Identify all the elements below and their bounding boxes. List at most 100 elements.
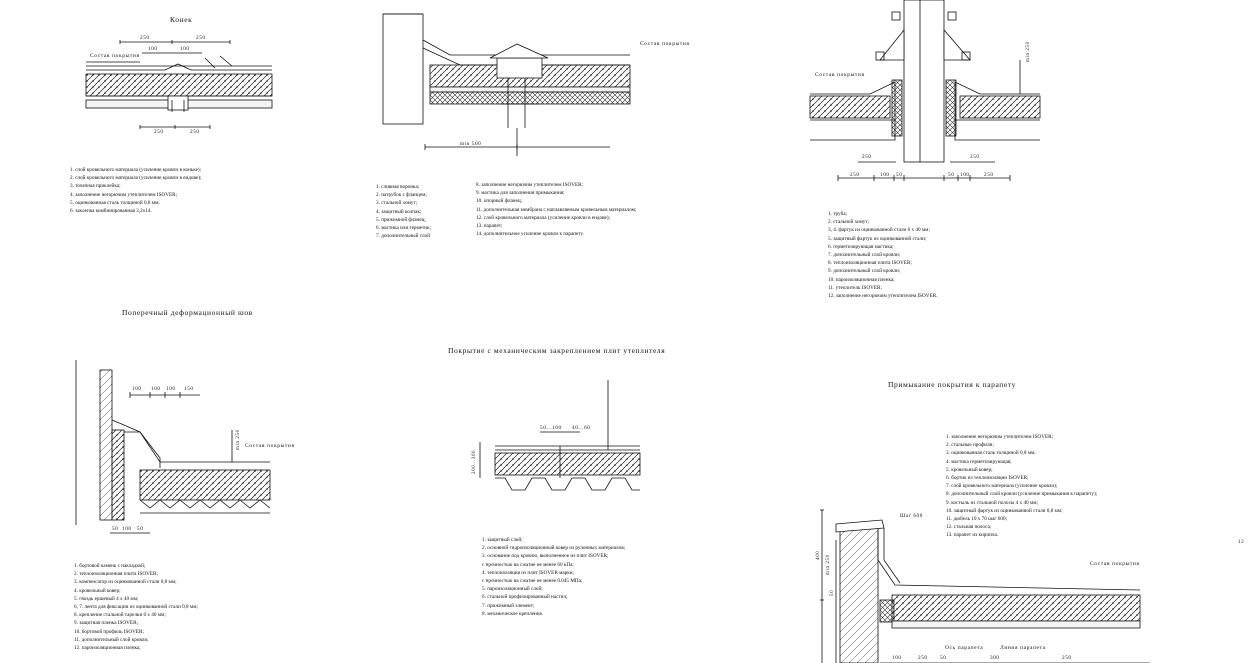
legend-item: 12. стальная полоса; — [946, 524, 992, 531]
parapet-dim-b1: 100 — [892, 655, 902, 661]
ridge-dim-top-2: 250 — [196, 35, 206, 41]
legend-item: 2. стальной хомут; — [828, 219, 870, 226]
legend-item: 6, 7. лента для фиксации из оцинкованной… — [74, 604, 198, 611]
legend-item: 3, 4. фартук из оцинкованной стали 6 х 4… — [828, 227, 930, 234]
legend-item: 4. мастика герметизирующая; — [946, 458, 1012, 465]
expansion-joint-title: Поперечный деформационный шов — [122, 308, 253, 317]
legend-item: 4. теплоизоляция из плит ISOVER марки; — [482, 569, 574, 576]
legend-item: 2. стальные профили; — [946, 442, 994, 449]
legend-item: 9. дополнительный слой кровли; — [828, 268, 901, 275]
pipe-roof-layers-label: Состав покрытия — [815, 72, 865, 78]
parapet-dim-b3: 50 — [940, 655, 947, 661]
legend-item: 3. оцинкованная сталь толщиной 0,8 мм; — [946, 450, 1036, 457]
legend-item: 1. заполнение негорючим утеплителем ISOV… — [946, 434, 1054, 440]
joint-dim-bottom-2: 100 — [122, 526, 132, 532]
legend-item: 5. пароизоляционный слой; — [482, 586, 543, 593]
legend-item: 2. теплоизоляционная плита ISOVER; — [74, 571, 158, 578]
legend-item: 1. слой кровельного материала (усиление … — [70, 167, 202, 173]
legend-item: с прочностью на сжатие не менее 0.045 МП… — [482, 578, 583, 585]
legend-item: 3. основание под кровлю, выполненное из … — [482, 553, 609, 560]
ridge-title: Конек — [170, 15, 193, 24]
parapet-detail — [820, 509, 1150, 663]
legend-item: 8. дополнительный слой кровли (усиление … — [946, 491, 1098, 498]
legend-item: 8. заполнение негорючим утеплителем ISOV… — [476, 182, 584, 188]
legend-item: 2. слой кровельного материала (усиление … — [70, 175, 202, 182]
ridge-detail — [85, 40, 273, 129]
legend-item: 11. утеплитель ISOVER; — [828, 284, 882, 291]
side-number: 12 — [1238, 540, 1245, 545]
legend-item: 5. прижимной фланец; — [376, 216, 426, 223]
parapet-step-label: Шаг 600 — [900, 513, 923, 519]
legend-item: 9. костыль из стальной полосы 4 х 40 мм; — [946, 499, 1038, 506]
legend-item: 12. слой кровельного материала (усиление… — [476, 214, 611, 221]
mechanical-detail — [479, 380, 641, 491]
legend-item: 6. мастика или герметик; — [376, 225, 432, 232]
legend-item: 7. дополнительный слой — [376, 233, 430, 240]
legend-item: 7. прижимный элемент; — [482, 602, 535, 609]
mech-dim-vertical: 200...300 — [472, 449, 477, 474]
ridge-roof-layers-label: Состав покрытия — [90, 53, 140, 59]
legend-item: 14. дополнительное усиление кровли к пар… — [476, 231, 584, 238]
legend-item: 8. теплоизоляционная плита ISOVER; — [828, 260, 912, 267]
parapet-axis-label: Ось парапета — [945, 645, 984, 651]
joint-dim-bottom-1: 50 — [112, 526, 119, 532]
legend-item: 3. точечная приклейка; — [70, 183, 121, 190]
parapet-roof-layers-label: Состав покрытия — [1090, 561, 1140, 567]
legend-item: 1. труба; — [828, 211, 847, 217]
legend-item: 12. заполнение негорючим утеплителем ISO… — [828, 293, 938, 300]
mech-dim-top-2: 40...60 — [572, 425, 591, 431]
legend-item: 11. дюбель 10 х 70 шаг 600; — [946, 516, 1008, 523]
legend-item: 1. сливная воронка; — [376, 184, 420, 190]
pipe-dim-b6: 250 — [984, 172, 994, 178]
joint-dim-top-2: 100 — [151, 386, 161, 392]
legend-item: 6. бортик из теплоизоляции ISOVER; — [946, 475, 1029, 482]
legend-item: 6. герметизирующая мастика; — [828, 243, 894, 250]
legend-item: 5. кровельный ковер; — [946, 466, 993, 473]
funnel-roof-layers-label: Состав покрытия — [640, 41, 690, 47]
parapet-title: Примыкание покрытия к парапету — [888, 380, 1016, 389]
legend-item: 13. парапет из кирпича. — [946, 532, 999, 539]
legend-item: с прочностью на сжатие не менее 60 кПа; — [482, 561, 574, 568]
pipe-legend: 1. труба; 2. стальной хомут; 3, 4. фарту… — [828, 210, 937, 300]
legend-item: 7. дополнительный слой кровли; — [828, 252, 901, 259]
expansion-joint-detail — [75, 360, 271, 534]
pipe-dim-b5: 100 — [960, 172, 970, 178]
funnel-detail — [382, 13, 631, 156]
pipe-dim-b4: 50 — [948, 172, 955, 178]
parapet-dim-b5: 250 — [1062, 655, 1072, 661]
expansion-joint-legend: 1. бортовой камень с накладкой; 2. тепло… — [74, 562, 198, 652]
legend-item: 2. патрубок с фланцем; — [376, 192, 427, 199]
legend-item: 11. дополнительный слой кровли; — [74, 636, 149, 643]
legend-item: 6. заклепка комбинированная 3,2х14. — [70, 208, 152, 215]
pipe-dim-b1: 250 — [850, 172, 860, 178]
mechanical-title: Покрытие с механическим закреплением пли… — [448, 346, 666, 355]
ridge-dim-bottom-1: 250 — [154, 129, 164, 135]
funnel-min500-label: min 500 — [460, 141, 482, 147]
mechanical-legend: 1. защитный слой; 2. основной гидроизоля… — [482, 536, 625, 618]
parapet-dim-v2: min 250 — [826, 554, 831, 575]
legend-item: 5. оцинкованная сталь толщиной 0,8 мм; — [70, 199, 160, 206]
joint-dim-top-1: 100 — [132, 386, 142, 392]
legend-item: 10. опорный фланец; — [476, 198, 523, 205]
parapet-dim-b4: 300 — [990, 655, 1000, 661]
legend-item: 5. гвоздь ершеный 4 х 40 мм; — [74, 595, 139, 602]
parapet-line-label: Линия парапета — [1000, 645, 1046, 651]
legend-item: 10. бортовой профиль ISOVER; — [74, 628, 144, 635]
legend-item: 10. защитный фартук из оцинкованной стал… — [946, 507, 1063, 514]
ridge-dim-top-4: 100 — [180, 46, 190, 52]
ridge-legend: 1. слой кровельного материала (усиление … — [70, 166, 201, 215]
joint-roof-layers-label: Состав покрытия — [245, 443, 295, 449]
pipe-dim-left-1: 250 — [862, 154, 872, 160]
legend-item: 13. парапет; — [476, 223, 503, 230]
ridge-dim-top-1: 250 — [140, 35, 150, 41]
joint-dim-top-3: 100 — [166, 386, 176, 392]
legend-item: 8. механическое крепление. — [482, 610, 544, 617]
legend-item: 10. пароизоляционная пленка; — [828, 276, 895, 283]
legend-item: 1. защитный слой; — [482, 537, 523, 543]
pipe-dim-b2: 100 — [880, 172, 890, 178]
parapet-dim-v1: 400 — [816, 550, 821, 560]
legend-item: 7. слой кровельного материала (усиление … — [946, 483, 1058, 490]
funnel-legend-right: 8. заполнение негорючим утеплителем ISOV… — [476, 181, 636, 238]
